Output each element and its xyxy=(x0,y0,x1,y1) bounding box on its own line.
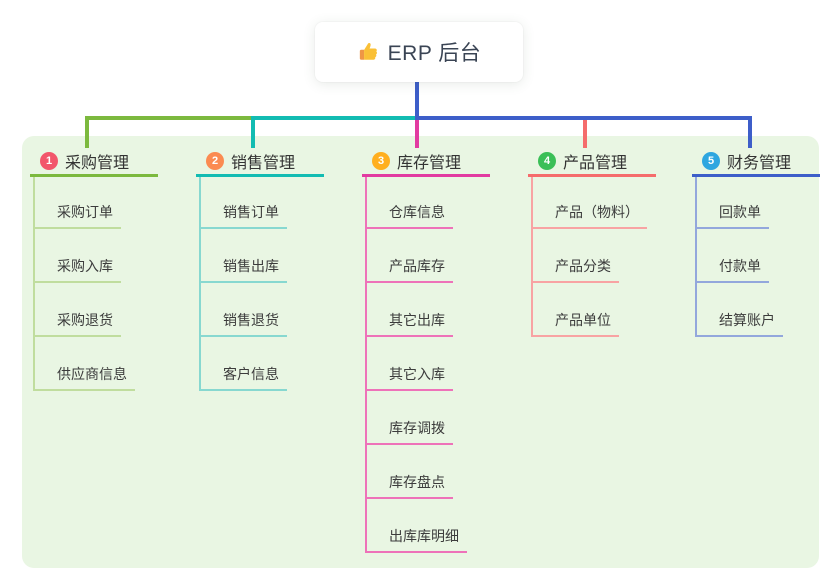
branch-2-subtree-line xyxy=(199,177,201,391)
child-node-label: 库存调拨 xyxy=(389,420,445,436)
child-node-label: 产品（物料） xyxy=(555,204,639,220)
branch-number-badge: 5 xyxy=(702,151,720,170)
child-node-label: 其它入库 xyxy=(389,366,445,382)
branch-2-connector-h xyxy=(251,116,419,120)
child-node-label: 采购退货 xyxy=(57,312,113,328)
child-node-label: 产品分类 xyxy=(555,258,611,274)
child-node-label: 库存盘点 xyxy=(389,474,445,490)
branch-1-connector-drop xyxy=(85,120,89,148)
child-node-label: 销售订单 xyxy=(223,204,279,220)
root-stem-line xyxy=(415,82,419,120)
branch-4-header[interactable]: 4 产品管理 xyxy=(528,147,656,177)
branch-1-header[interactable]: 1 采购管理 xyxy=(30,147,158,177)
branch-label: 财务管理 xyxy=(727,154,792,172)
child-node[interactable]: 库存盘点 xyxy=(365,474,453,499)
child-node[interactable]: 销售出库 xyxy=(199,258,287,283)
child-node-label: 仓库信息 xyxy=(389,204,445,220)
branch-number-badge: 4 xyxy=(538,151,556,170)
child-node[interactable]: 销售订单 xyxy=(199,204,287,229)
child-node[interactable]: 采购订单 xyxy=(33,204,121,229)
child-node[interactable]: 库存调拨 xyxy=(365,420,453,445)
child-node[interactable]: 产品库存 xyxy=(365,258,453,283)
child-node[interactable]: 出库库明细 xyxy=(365,528,467,553)
branch-3-header[interactable]: 3 库存管理 xyxy=(362,147,490,177)
branches-panel xyxy=(22,136,819,568)
branch-3-subtree-line xyxy=(365,177,367,553)
child-node[interactable]: 仓库信息 xyxy=(365,204,453,229)
branch-number-badge: 2 xyxy=(206,151,224,170)
branch-2-connector-drop xyxy=(251,120,255,148)
branch-3-connector-drop xyxy=(415,120,419,148)
branch-number-badge: 1 xyxy=(40,151,58,170)
child-node-label: 销售退货 xyxy=(223,312,279,328)
child-node-label: 采购入库 xyxy=(57,258,113,274)
branch-label: 库存管理 xyxy=(397,154,462,172)
root-title: ERP 后台 xyxy=(387,42,482,65)
child-node[interactable]: 采购退货 xyxy=(33,312,121,337)
child-node-label: 采购订单 xyxy=(57,204,113,220)
child-node[interactable]: 销售退货 xyxy=(199,312,287,337)
branch-2-header[interactable]: 2 销售管理 xyxy=(196,147,324,177)
branch-5-header[interactable]: 5 财务管理 xyxy=(692,147,820,177)
child-node[interactable]: 其它出库 xyxy=(365,312,453,337)
child-node[interactable]: 产品单位 xyxy=(531,312,619,337)
child-node[interactable]: 供应商信息 xyxy=(33,366,135,391)
branch-label: 采购管理 xyxy=(65,154,130,172)
branch-4-subtree-line xyxy=(531,177,533,337)
thumbs-up-icon xyxy=(357,41,379,63)
child-node-label: 其它出库 xyxy=(389,312,445,328)
child-node-label: 付款单 xyxy=(719,258,761,274)
child-node[interactable]: 结算账户 xyxy=(695,312,783,337)
child-node[interactable]: 产品分类 xyxy=(531,258,619,283)
child-node-label: 供应商信息 xyxy=(57,366,127,382)
branch-number-badge: 3 xyxy=(372,151,390,170)
branch-label: 销售管理 xyxy=(231,154,296,172)
branch-5-connector-drop xyxy=(748,120,752,148)
child-node-label: 产品库存 xyxy=(389,258,445,274)
child-node[interactable]: 付款单 xyxy=(695,258,769,283)
child-node-label: 回款单 xyxy=(719,204,761,220)
branch-5-connector-h xyxy=(415,116,752,120)
root-node[interactable]: ERP 后台 xyxy=(315,22,523,82)
child-node-label: 客户信息 xyxy=(223,366,279,382)
branch-5-subtree-line xyxy=(695,177,697,337)
child-node[interactable]: 其它入库 xyxy=(365,366,453,391)
child-node[interactable]: 回款单 xyxy=(695,204,769,229)
child-node-label: 销售出库 xyxy=(223,258,279,274)
branch-4-connector-drop xyxy=(583,120,587,148)
child-node[interactable]: 产品（物料） xyxy=(531,204,647,229)
branch-label: 产品管理 xyxy=(563,154,628,172)
child-node-label: 结算账户 xyxy=(719,312,775,328)
branch-1-subtree-line xyxy=(33,177,35,391)
child-node-label: 出库库明细 xyxy=(389,528,459,544)
child-node[interactable]: 客户信息 xyxy=(199,366,287,391)
child-node[interactable]: 采购入库 xyxy=(33,258,121,283)
child-node-label: 产品单位 xyxy=(555,312,611,328)
